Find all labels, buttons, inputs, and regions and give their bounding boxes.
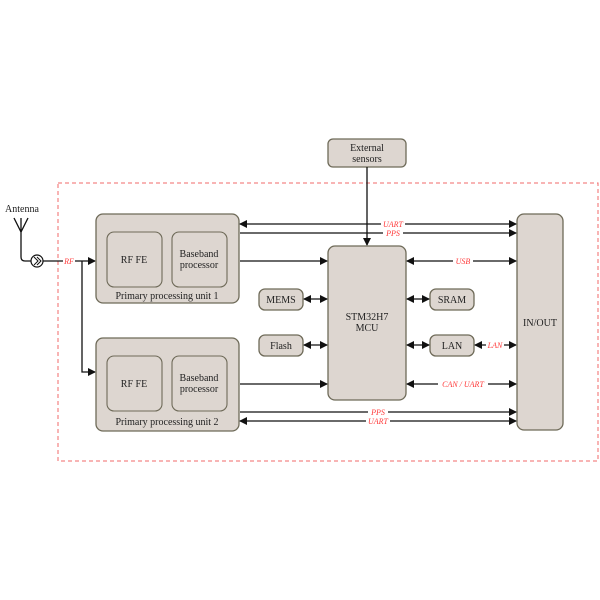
- mcu-label-2: MCU: [356, 323, 380, 334]
- unit1-baseband-label-1: Baseband: [180, 249, 219, 260]
- lna-icon: [30, 254, 44, 268]
- pps-top-label: PPS: [385, 229, 400, 238]
- lan-label: LAN: [442, 341, 463, 352]
- rf-line-unit2: [81, 261, 96, 376]
- unit1-baseband-box: [171, 231, 228, 288]
- uart-bottom-label: UART: [368, 417, 389, 426]
- usb-label: USB: [456, 257, 471, 266]
- rf-signal-label: RF: [63, 257, 74, 266]
- external-sensors-label-1: External: [350, 143, 384, 154]
- lan-signal-label: LAN: [487, 341, 503, 350]
- mems-label: MEMS: [266, 295, 295, 306]
- external-sensors-label-2: sensors: [352, 154, 382, 165]
- sram-box: [429, 288, 475, 311]
- system-boundary: [57, 182, 599, 462]
- unit2-rffe-label: RF FE: [121, 379, 147, 390]
- unit2-title: Primary processing unit 2: [115, 417, 218, 428]
- flash-label: Flash: [270, 341, 292, 352]
- unit1-rffe-box: [106, 231, 163, 288]
- unit1-title: Primary processing unit 1: [115, 291, 218, 302]
- unit2-baseband-box: [171, 355, 228, 412]
- unit2-baseband-label-2: processor: [180, 384, 219, 395]
- inout-box: [516, 213, 564, 431]
- can-uart-label: CAN / UART: [442, 380, 484, 389]
- inout-label: IN/OUT: [523, 318, 557, 329]
- pps-bottom-label: PPS: [370, 408, 385, 417]
- antenna-icon: [13, 217, 31, 262]
- mcu-box: [327, 245, 407, 401]
- unit1-baseband-label-2: processor: [180, 260, 219, 271]
- mcu-label-1: STM32H7: [346, 312, 389, 323]
- sram-label: SRAM: [438, 295, 466, 306]
- unit1-rffe-label: RF FE: [121, 255, 147, 266]
- unit2-baseband-label-1: Baseband: [180, 373, 219, 384]
- antenna-label: Antenna: [5, 204, 39, 215]
- unit2-rffe-box: [106, 355, 163, 412]
- uart-top-label: UART: [383, 220, 404, 229]
